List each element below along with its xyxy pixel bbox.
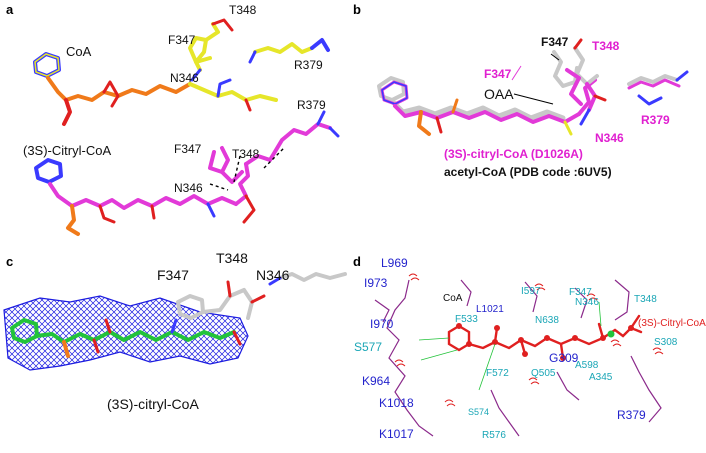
res-g309: G309 bbox=[549, 351, 579, 365]
res-s308: S308 bbox=[654, 337, 678, 348]
res-i973: I973 bbox=[364, 276, 388, 290]
panel-d: d bbox=[349, 240, 706, 453]
label-f347-magenta: F347 bbox=[484, 67, 512, 81]
res-n638: N638 bbox=[535, 315, 559, 326]
res-i597: I597 bbox=[521, 286, 541, 297]
label-citryl-coa-a: (3S)-Citryl-CoA bbox=[23, 143, 112, 158]
res-r576: R576 bbox=[482, 430, 506, 441]
res-f533: F533 bbox=[455, 314, 478, 325]
panel-c: c F347 T348 N346 (3S)-citryl-CoA bbox=[0, 240, 349, 453]
panel-label-a: a bbox=[6, 2, 14, 17]
structure-c bbox=[3, 272, 347, 371]
label-f347-bottom: F347 bbox=[174, 142, 202, 156]
res-a598: A598 bbox=[575, 360, 599, 371]
panel-label-b: b bbox=[353, 2, 361, 17]
label-citryl-coa-c: (3S)-citryl-CoA bbox=[107, 396, 199, 412]
res-k1017: K1017 bbox=[379, 427, 414, 441]
label-coa-d: CoA bbox=[443, 293, 463, 304]
res-l969: L969 bbox=[381, 256, 408, 270]
res-s574: S574 bbox=[468, 407, 490, 417]
label-n346-bottom: N346 bbox=[174, 181, 203, 195]
label-n346-c: N346 bbox=[256, 267, 290, 283]
label-r379-bottom: R379 bbox=[297, 98, 326, 112]
structure-b bbox=[377, 38, 689, 136]
res-i970: I970 bbox=[370, 317, 394, 331]
label-r379-b: R379 bbox=[641, 113, 670, 127]
res-r379: R379 bbox=[617, 408, 646, 422]
label-t348-bottom: T348 bbox=[232, 147, 260, 161]
panel-label-c: c bbox=[6, 254, 14, 269]
label-t348-b: T348 bbox=[592, 39, 620, 53]
label-n346-b: N346 bbox=[595, 131, 624, 145]
res-l1021: L1021 bbox=[476, 304, 504, 315]
ligplot-d bbox=[374, 273, 664, 437]
res-s577: S577 bbox=[354, 340, 383, 354]
res-k1018: K1018 bbox=[379, 396, 414, 410]
label-r379-top: R379 bbox=[294, 58, 323, 72]
res-f347: F347 bbox=[569, 287, 592, 298]
label-n346-top: N346 bbox=[170, 71, 199, 85]
structure-a bbox=[33, 18, 340, 236]
label-t348-top: T348 bbox=[229, 3, 257, 17]
panel-label-d: d bbox=[353, 254, 361, 269]
res-t348: T348 bbox=[634, 294, 657, 305]
label-citryl-coa-d: (3S)-Citryl-CoA bbox=[638, 318, 706, 329]
label-coa: CoA bbox=[66, 44, 92, 59]
res-a345: A345 bbox=[589, 372, 613, 383]
res-f572: F572 bbox=[486, 368, 509, 379]
res-n346: N346 bbox=[575, 297, 599, 308]
label-f347-top: F347 bbox=[168, 33, 196, 47]
label-f347-c: F347 bbox=[157, 267, 189, 283]
res-k964: K964 bbox=[362, 374, 391, 388]
res-q505: Q505 bbox=[531, 368, 556, 379]
panel-a: a bbox=[0, 0, 349, 240]
label-f347-black: F347 bbox=[541, 35, 569, 49]
legend-acetyl-coa: acetyl-CoA (PDB code :6UV5) bbox=[444, 165, 612, 179]
label-oaa: OAA bbox=[484, 86, 514, 102]
label-t348-c: T348 bbox=[216, 250, 248, 266]
panel-b: b bbox=[349, 0, 698, 240]
legend-citryl-coa: (3S)-citryl-CoA (D1026A) bbox=[444, 147, 583, 161]
